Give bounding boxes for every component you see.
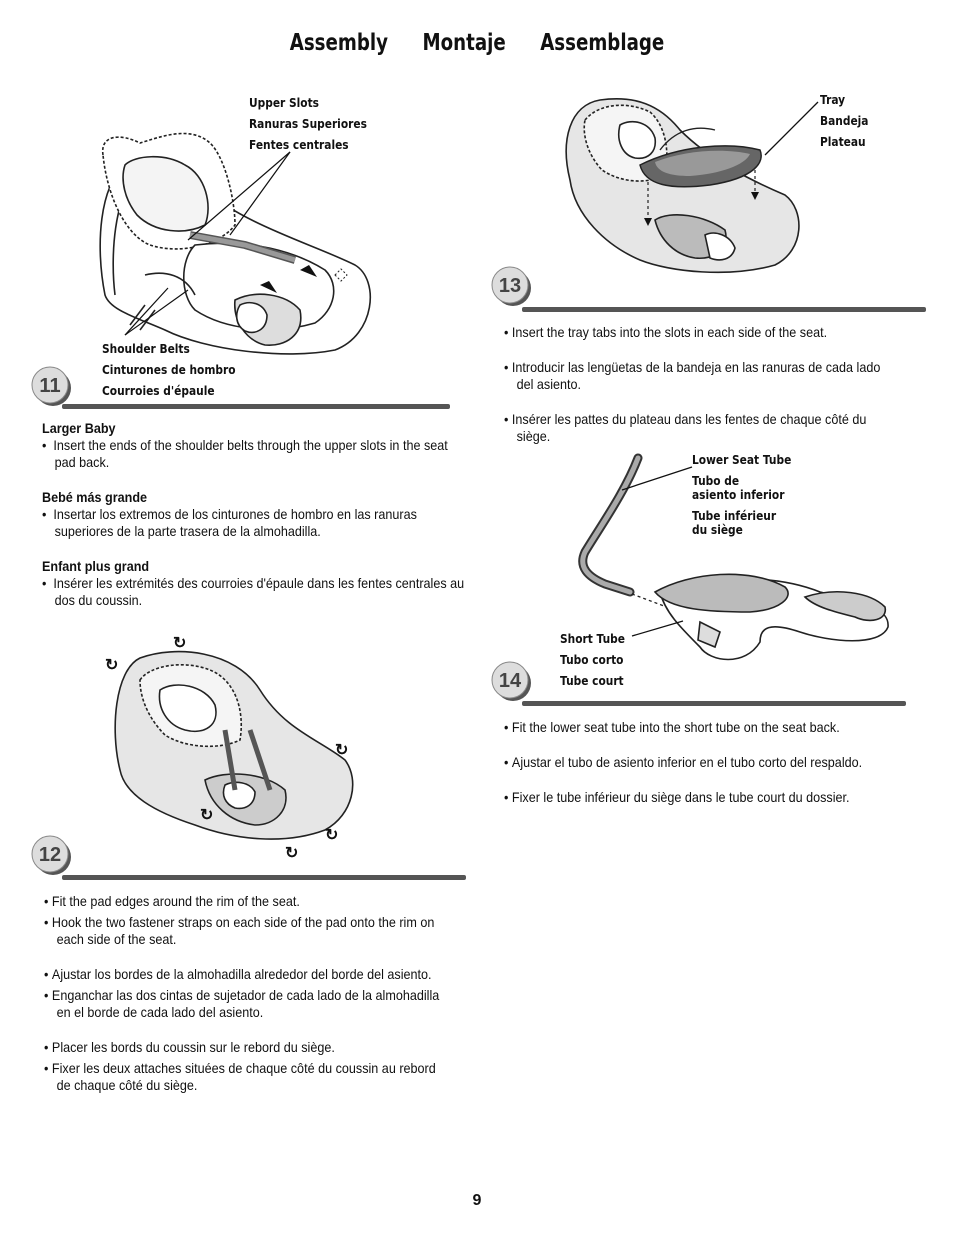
lower-tube-callout-line bbox=[621, 466, 693, 491]
step-12-number: 12 bbox=[39, 844, 61, 866]
step13-fr: • Insérer les pattes du plateau dans les… bbox=[504, 411, 867, 444]
tray-label: Tray Bandeja Plateau bbox=[820, 92, 869, 149]
svg-text:↻: ↻ bbox=[325, 827, 338, 844]
short-tube-label: Short Tube Tubo corto Tube court bbox=[560, 631, 625, 688]
step13-en: • Insert the tray tabs into the slots in… bbox=[504, 324, 828, 340]
step12-instructions: • Fit the pad edges around the rim of th… bbox=[44, 893, 449, 1094]
lower-seat-tube-label: Lower Seat Tube Tubo de asiento inferior… bbox=[692, 452, 792, 537]
step12-fr1: • Placer les bords du coussin sur le reb… bbox=[44, 1039, 335, 1055]
step12-es1: • Ajustar los bordes de la almohadilla a… bbox=[44, 966, 432, 982]
svg-text:↻: ↻ bbox=[335, 742, 348, 759]
step11-fr-bullet: • Insérer les extrémités des courroies d… bbox=[42, 575, 465, 608]
page-title: Assembly Montaje Assemblage bbox=[57, 30, 897, 56]
bebe-mas-grande-heading: Bebé más grande bbox=[42, 489, 148, 505]
step-14-badge: 14 bbox=[491, 661, 531, 701]
title-english: Assembly bbox=[289, 30, 389, 56]
svg-text:↻: ↻ bbox=[285, 845, 298, 860]
step-12-badge: 12 bbox=[31, 835, 71, 875]
step12-es2: • Enganchar las dos cintas de sujetador … bbox=[44, 987, 440, 1020]
title-spanish: Montaje bbox=[422, 30, 506, 56]
step14-en: • Fit the lower seat tube into the short… bbox=[504, 719, 840, 735]
step11-instructions: Larger Baby • Insert the ends of the sho… bbox=[42, 420, 465, 609]
step-14-rule bbox=[522, 701, 906, 706]
step13-illustration bbox=[565, 98, 800, 274]
title-french: Assemblage bbox=[540, 30, 665, 56]
step11-en-bullet: • Insert the ends of the shoulder belts … bbox=[42, 437, 448, 470]
step14-instructions: • Fit the lower seat tube into the short… bbox=[504, 719, 900, 806]
step11-es-bullet: • Insertar los extremos de los cinturone… bbox=[42, 506, 417, 539]
enfant-plus-grand-heading: Enfant plus grand bbox=[42, 558, 150, 574]
short-tube-callout-line bbox=[631, 620, 684, 637]
page-number: 9 bbox=[472, 1192, 482, 1209]
shoulder-belts-label: Shoulder Belts Cinturones de hombro Cour… bbox=[102, 341, 236, 398]
step14-illustration bbox=[578, 453, 889, 661]
step-13-badge: 13 bbox=[491, 266, 531, 306]
step-11-rule bbox=[62, 404, 450, 409]
larger-baby-heading: Larger Baby bbox=[42, 420, 116, 436]
svg-text:↻: ↻ bbox=[173, 635, 186, 652]
step12-fr2: • Fixer les deux attaches situées de cha… bbox=[44, 1060, 436, 1093]
svg-text:↻: ↻ bbox=[105, 657, 118, 674]
callout-lines-11 bbox=[124, 151, 291, 336]
step-11-badge: 11 bbox=[31, 366, 71, 406]
step14-es: • Ajustar el tubo de asiento inferior en… bbox=[504, 754, 863, 770]
step-13-rule bbox=[522, 307, 926, 312]
step-11-number: 11 bbox=[39, 375, 60, 397]
step13-es: • Introducir las lengüetas de la bandeja… bbox=[504, 359, 881, 392]
step12-en2: • Hook the two fastener straps on each s… bbox=[44, 914, 435, 947]
step-13-number: 13 bbox=[499, 275, 521, 297]
step-12-rule bbox=[62, 875, 466, 880]
step12-en1: • Fit the pad edges around the rim of th… bbox=[44, 893, 300, 909]
tray-callout-line bbox=[764, 101, 819, 156]
step12-illustration: ↻ ↻ ↻ ↻ ↻ ↻ bbox=[105, 635, 354, 860]
upper-slots-label: Upper Slots Ranuras Superiores Fentes ce… bbox=[249, 95, 367, 152]
step-14-number: 14 bbox=[499, 670, 522, 692]
svg-text:↻: ↻ bbox=[200, 807, 213, 824]
step14-fr: • Fixer le tube inférieur du siège dans … bbox=[504, 789, 850, 805]
step13-instructions: • Insert the tray tabs into the slots in… bbox=[504, 324, 900, 445]
